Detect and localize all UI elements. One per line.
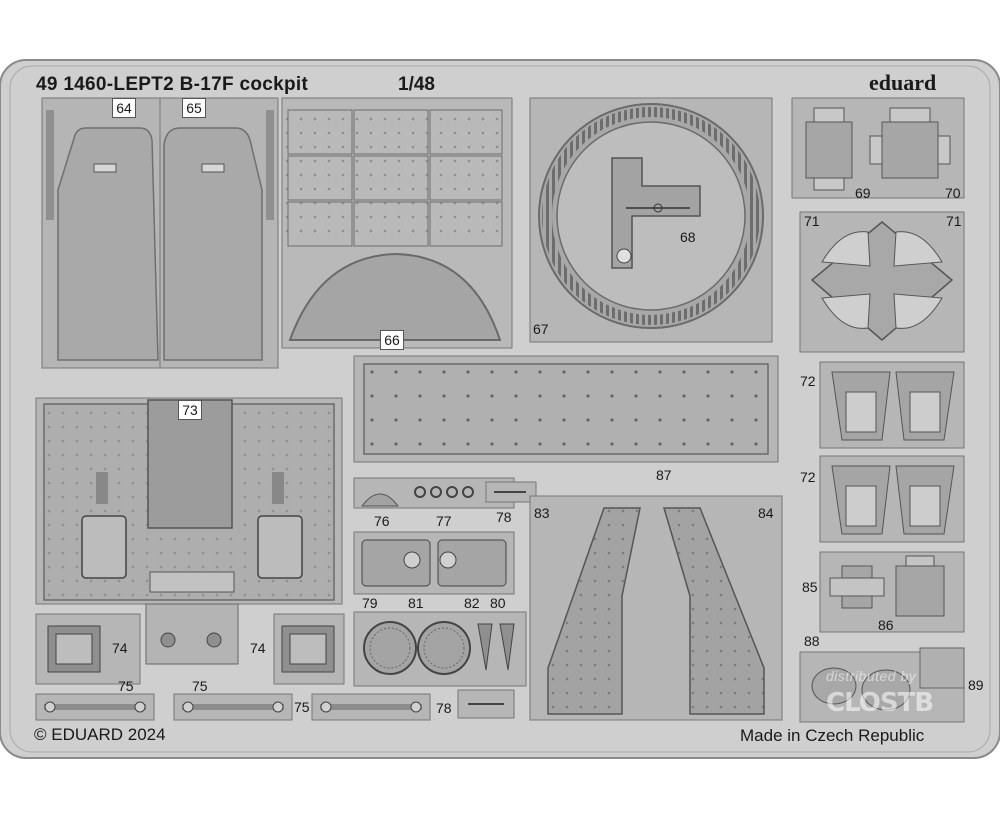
part-number-78-bottom: 78: [436, 700, 452, 716]
part-number-82: 82: [464, 595, 480, 611]
part-number-71-left: 71: [804, 213, 820, 229]
part-number-89: 89: [968, 677, 984, 693]
part-number-74-left: 74: [112, 640, 128, 656]
part-number-75-c: 75: [294, 699, 310, 715]
part-71-cross: [799, 211, 965, 353]
part-number-70: 70: [945, 185, 961, 201]
part-number-74-right: 74: [250, 640, 266, 656]
part-number-72-top: 72: [800, 373, 816, 389]
part-number-67: 67: [533, 321, 549, 337]
distributor-watermark: distributed by CLOSTB: [826, 668, 976, 728]
part-64-seat-back: [41, 97, 161, 369]
part-number-65: 65: [182, 98, 206, 118]
part-80-82-gears: [353, 611, 527, 687]
part-number-84: 84: [758, 505, 774, 521]
part-67-68-round-plate: [529, 97, 773, 343]
part-88-89-small: [799, 647, 965, 723]
part-number-75-b: 75: [192, 678, 208, 694]
part-number-73: 73: [178, 400, 202, 420]
part-number-66: 66: [380, 330, 404, 350]
part-87-floor-plate: [353, 355, 779, 463]
sheet-title: 49 1460-LEPT2 B-17F cockpit: [36, 74, 309, 95]
part-number-64: 64: [112, 98, 136, 118]
brand-logo: eduard: [869, 70, 937, 95]
part-number-71-right: 71: [946, 213, 962, 229]
part-number-77: 77: [436, 513, 452, 529]
part-number-81: 81: [408, 595, 424, 611]
part-number-85: 85: [802, 579, 818, 595]
part-85-86-brackets: [819, 551, 965, 633]
part-number-86: 86: [878, 617, 894, 633]
watermark-caption: distributed by: [826, 668, 917, 684]
part-69-70-brackets: [791, 97, 965, 199]
part-number-76: 76: [374, 513, 390, 529]
part-79-81-instrument-panels: [353, 531, 515, 595]
made-in-text: Made in Czech Republic: [740, 726, 925, 745]
part-number-79: 79: [362, 595, 378, 611]
part-number-68: 68: [680, 229, 696, 245]
sheet-scale: 1/48: [398, 74, 435, 95]
part-73-floor-panel: [35, 397, 343, 665]
part-72-row-2: [819, 455, 965, 543]
copyright-text: © EDUARD 2024: [34, 725, 166, 744]
part-74-left: [35, 613, 141, 685]
part-number-69: 69: [855, 185, 871, 201]
part-number-87: 87: [656, 467, 672, 483]
part-number-88: 88: [804, 633, 820, 649]
part-number-80: 80: [490, 595, 506, 611]
part-72-row-1: [819, 361, 965, 449]
part-number-75-a: 75: [118, 678, 134, 694]
part-66-bulkhead: [281, 97, 513, 349]
part-number-83: 83: [534, 505, 550, 521]
part-83-84-rails: [529, 495, 783, 721]
part-76-77-78-clips: [353, 477, 537, 719]
watermark-logo: CLOSTB: [826, 688, 934, 718]
part-number-78-top: 78: [496, 509, 512, 525]
part-65-seat-back: [159, 97, 279, 369]
part-74-right: [273, 613, 345, 685]
part-number-72-bottom: 72: [800, 469, 816, 485]
part-75-strips: [35, 693, 431, 721]
